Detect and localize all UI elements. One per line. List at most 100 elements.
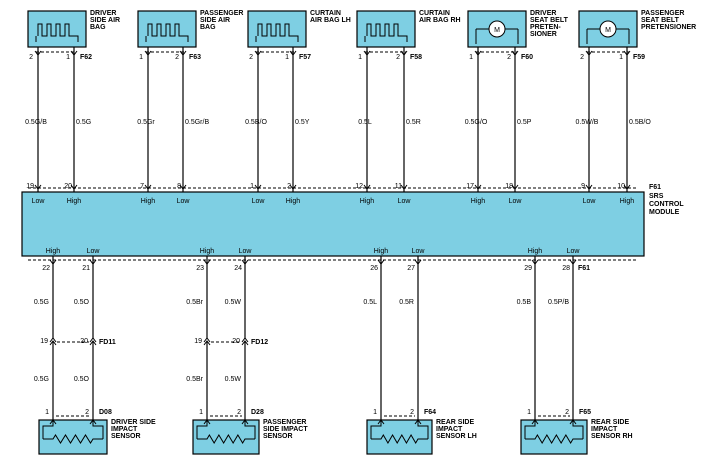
driver-seat-belt-pretensioner-label: DRIVER [530, 10, 556, 17]
curtain-air-bag-lh-module-arrow [289, 184, 297, 190]
curtain-air-bag-lh-wire-label: 0.5Y [295, 119, 310, 126]
rear-side-impact-sensor-lh-connector-id: F64 [424, 409, 436, 416]
rear-side-impact-sensor-rh-resistor-icon [525, 434, 583, 444]
passenger-side-air-bag-connector-id: F63 [189, 54, 201, 61]
passenger-side-air-bag-lead-right [184, 35, 189, 42]
passenger-side-impact-sensor-inline-arrow [241, 340, 249, 346]
rear-side-impact-sensor-rh-label: IMPACT [591, 426, 618, 433]
driver-seat-belt-pretensioner-port: Low [509, 198, 523, 205]
rear-side-impact-sensor-lh-lead-left [370, 420, 382, 439]
curtain-air-bag-lh-port: High [286, 198, 301, 205]
curtain-air-bag-rh-squib-icon [366, 23, 403, 37]
rear-side-impact-sensor-rh-module-pin: 28 [562, 265, 570, 272]
passenger-seat-belt-pretensioner-wire-label: 0.5B/O [629, 119, 651, 126]
driver-seat-belt-pretensioner-module-pin: 18 [505, 183, 513, 190]
curtain-air-bag-lh-pin: 2 [249, 54, 253, 61]
driver-seat-belt-pretensioner-label: SIONER [530, 31, 557, 38]
driver-side-impact-sensor-resistor-icon [43, 434, 103, 444]
curtain-air-bag-lh-module-arrow [254, 184, 262, 190]
curtain-air-bag-rh-pin-arrow [363, 50, 371, 56]
driver-side-impact-sensor-connector-id: D08 [99, 409, 112, 416]
passenger-seat-belt-pretensioner-pin-arrow [585, 50, 593, 56]
rear-side-impact-sensor-rh-module-pin: 29 [524, 265, 532, 272]
driver-side-air-bag-wire-label: 0.5G [76, 119, 91, 126]
driver-side-impact-sensor-wire-label: 0.5G [34, 299, 49, 306]
passenger-side-air-bag-module-pin: 7 [140, 183, 144, 190]
passenger-side-air-bag-squib-icon [147, 23, 184, 37]
driver-side-impact-sensor-wire-label: 0.5O [74, 376, 90, 383]
curtain-air-bag-rh-pin-arrow [400, 50, 408, 56]
curtain-air-bag-lh-wire-label: 0.5B/O [245, 119, 267, 126]
rear-side-impact-sensor-lh-pin: 1 [373, 409, 377, 416]
passenger-side-impact-sensor-module-pin: 24 [234, 265, 242, 272]
driver-side-impact-sensor [38, 419, 108, 455]
rear-side-impact-sensor-lh-resistor-icon [371, 434, 428, 444]
driver-seat-belt-pretensioner-pin-arrow [474, 50, 482, 56]
passenger-side-air-bag-label: SIDE AIR [200, 17, 230, 24]
passenger-seat-belt-pretensioner-label: SEAT BELT [641, 17, 680, 24]
curtain-air-bag-lh-lead-right [294, 35, 299, 42]
driver-side-impact-sensor-inline-arrow [89, 340, 97, 346]
passenger-side-impact-sensor-wire-label: 0.5Br [186, 376, 203, 383]
module-top-connector: F61 [649, 184, 661, 191]
driver-side-air-bag-connector-id: F62 [80, 54, 92, 61]
driver-seat-belt-pretensioner-label: SEAT BELT [530, 17, 569, 24]
passenger-side-air-bag-pin: 1 [139, 54, 143, 61]
driver-side-impact-sensor-inline-arrow [89, 337, 97, 343]
passenger-seat-belt-pretensioner-pin: 1 [619, 54, 623, 61]
driver-seat-belt-pretensioner-pin: 1 [469, 54, 473, 61]
passenger-seat-belt-pretensioner-pin-arrow [623, 50, 631, 56]
curtain-air-bag-lh-squib-icon [257, 23, 294, 37]
curtain-air-bag-rh-module-arrow [363, 184, 371, 190]
driver-seat-belt-pretensioner-wire-label: 0.5P [517, 119, 532, 126]
passenger-side-air-bag-pin: 2 [175, 54, 179, 61]
passenger-side-impact-sensor-inline-arrow [203, 340, 211, 346]
driver-seat-belt-pretensioner-label: PRETEN- [530, 24, 561, 31]
curtain-air-bag-rh-pin: 1 [358, 54, 362, 61]
passenger-side-impact-sensor-wire-label: 0.5Br [186, 299, 203, 306]
passenger-side-impact-sensor-lead-left [196, 420, 208, 439]
driver-seat-belt-pretensioner-motor-icon [488, 20, 506, 38]
rear-side-impact-sensor-rh-port: Low [567, 248, 581, 255]
driver-side-impact-sensor-label: IMPACT [111, 426, 138, 433]
rear-side-impact-sensor-rh-label: REAR SIDE [591, 419, 629, 426]
passenger-side-impact-sensor-port: Low [239, 248, 253, 255]
rear-side-impact-sensor-lh-lead-right [417, 420, 429, 439]
passenger-side-impact-sensor [192, 419, 260, 455]
passenger-seat-belt-pretensioner-wire-label: 0.5W/B [576, 119, 599, 126]
passenger-side-air-bag-pin-arrow [179, 50, 187, 56]
driver-side-air-bag [27, 10, 87, 48]
curtain-air-bag-rh-label: AIR BAG RH [419, 17, 461, 24]
curtain-air-bag-lh [247, 10, 307, 48]
driver-side-impact-sensor-label: DRIVER SIDE [111, 419, 156, 426]
passenger-side-impact-sensor-label: PASSENGER [263, 419, 306, 426]
driver-seat-belt-pretensioner-wire-label: 0.5G/O [465, 119, 488, 126]
driver-seat-belt-pretensioner-module-pin: 17 [466, 183, 474, 190]
driver-seat-belt-pretensioner-module-arrow [511, 184, 519, 190]
rear-side-impact-sensor-lh-port: Low [412, 248, 426, 255]
driver-side-air-bag-label: DRIVER [90, 10, 116, 17]
curtain-air-bag-rh [356, 10, 416, 48]
passenger-side-impact-sensor-inline-connector-id: FD12 [251, 339, 268, 346]
curtain-air-bag-rh-module-pin: 12 [355, 183, 363, 190]
curtain-air-bag-rh-wire-label: 0.5L [358, 119, 372, 126]
passenger-seat-belt-pretensioner-module-arrow [623, 184, 631, 190]
driver-side-air-bag-pin-arrow [70, 50, 78, 56]
passenger-seat-belt-pretensioner-port: High [620, 198, 635, 205]
passenger-seat-belt-pretensioner-label: PASSENGER [641, 10, 684, 17]
curtain-air-bag-rh-lead-right [403, 35, 408, 42]
curtain-air-bag-lh-port: Low [252, 198, 266, 205]
rear-side-impact-sensor-lh-label: IMPACT [436, 426, 463, 433]
rear-side-impact-sensor-lh-module-pin: 27 [407, 265, 415, 272]
passenger-side-air-bag [137, 10, 197, 48]
driver-side-impact-sensor-wire-label: 0.5O [74, 299, 90, 306]
driver-side-air-bag-label: SIDE AIR [90, 17, 120, 24]
driver-seat-belt-pretensioner-module-arrow [474, 184, 482, 190]
rear-side-impact-sensor-lh-module-pin: 26 [370, 265, 378, 272]
passenger-seat-belt-pretensioner-port: Low [583, 198, 597, 205]
passenger-side-impact-sensor-inline-arrow [241, 337, 249, 343]
curtain-air-bag-rh-connector-id: F58 [410, 54, 422, 61]
curtain-air-bag-rh-port: Low [398, 198, 412, 205]
driver-side-impact-sensor-port: High [46, 248, 61, 255]
rear-side-impact-sensor-lh-label: SENSOR LH [436, 433, 477, 440]
